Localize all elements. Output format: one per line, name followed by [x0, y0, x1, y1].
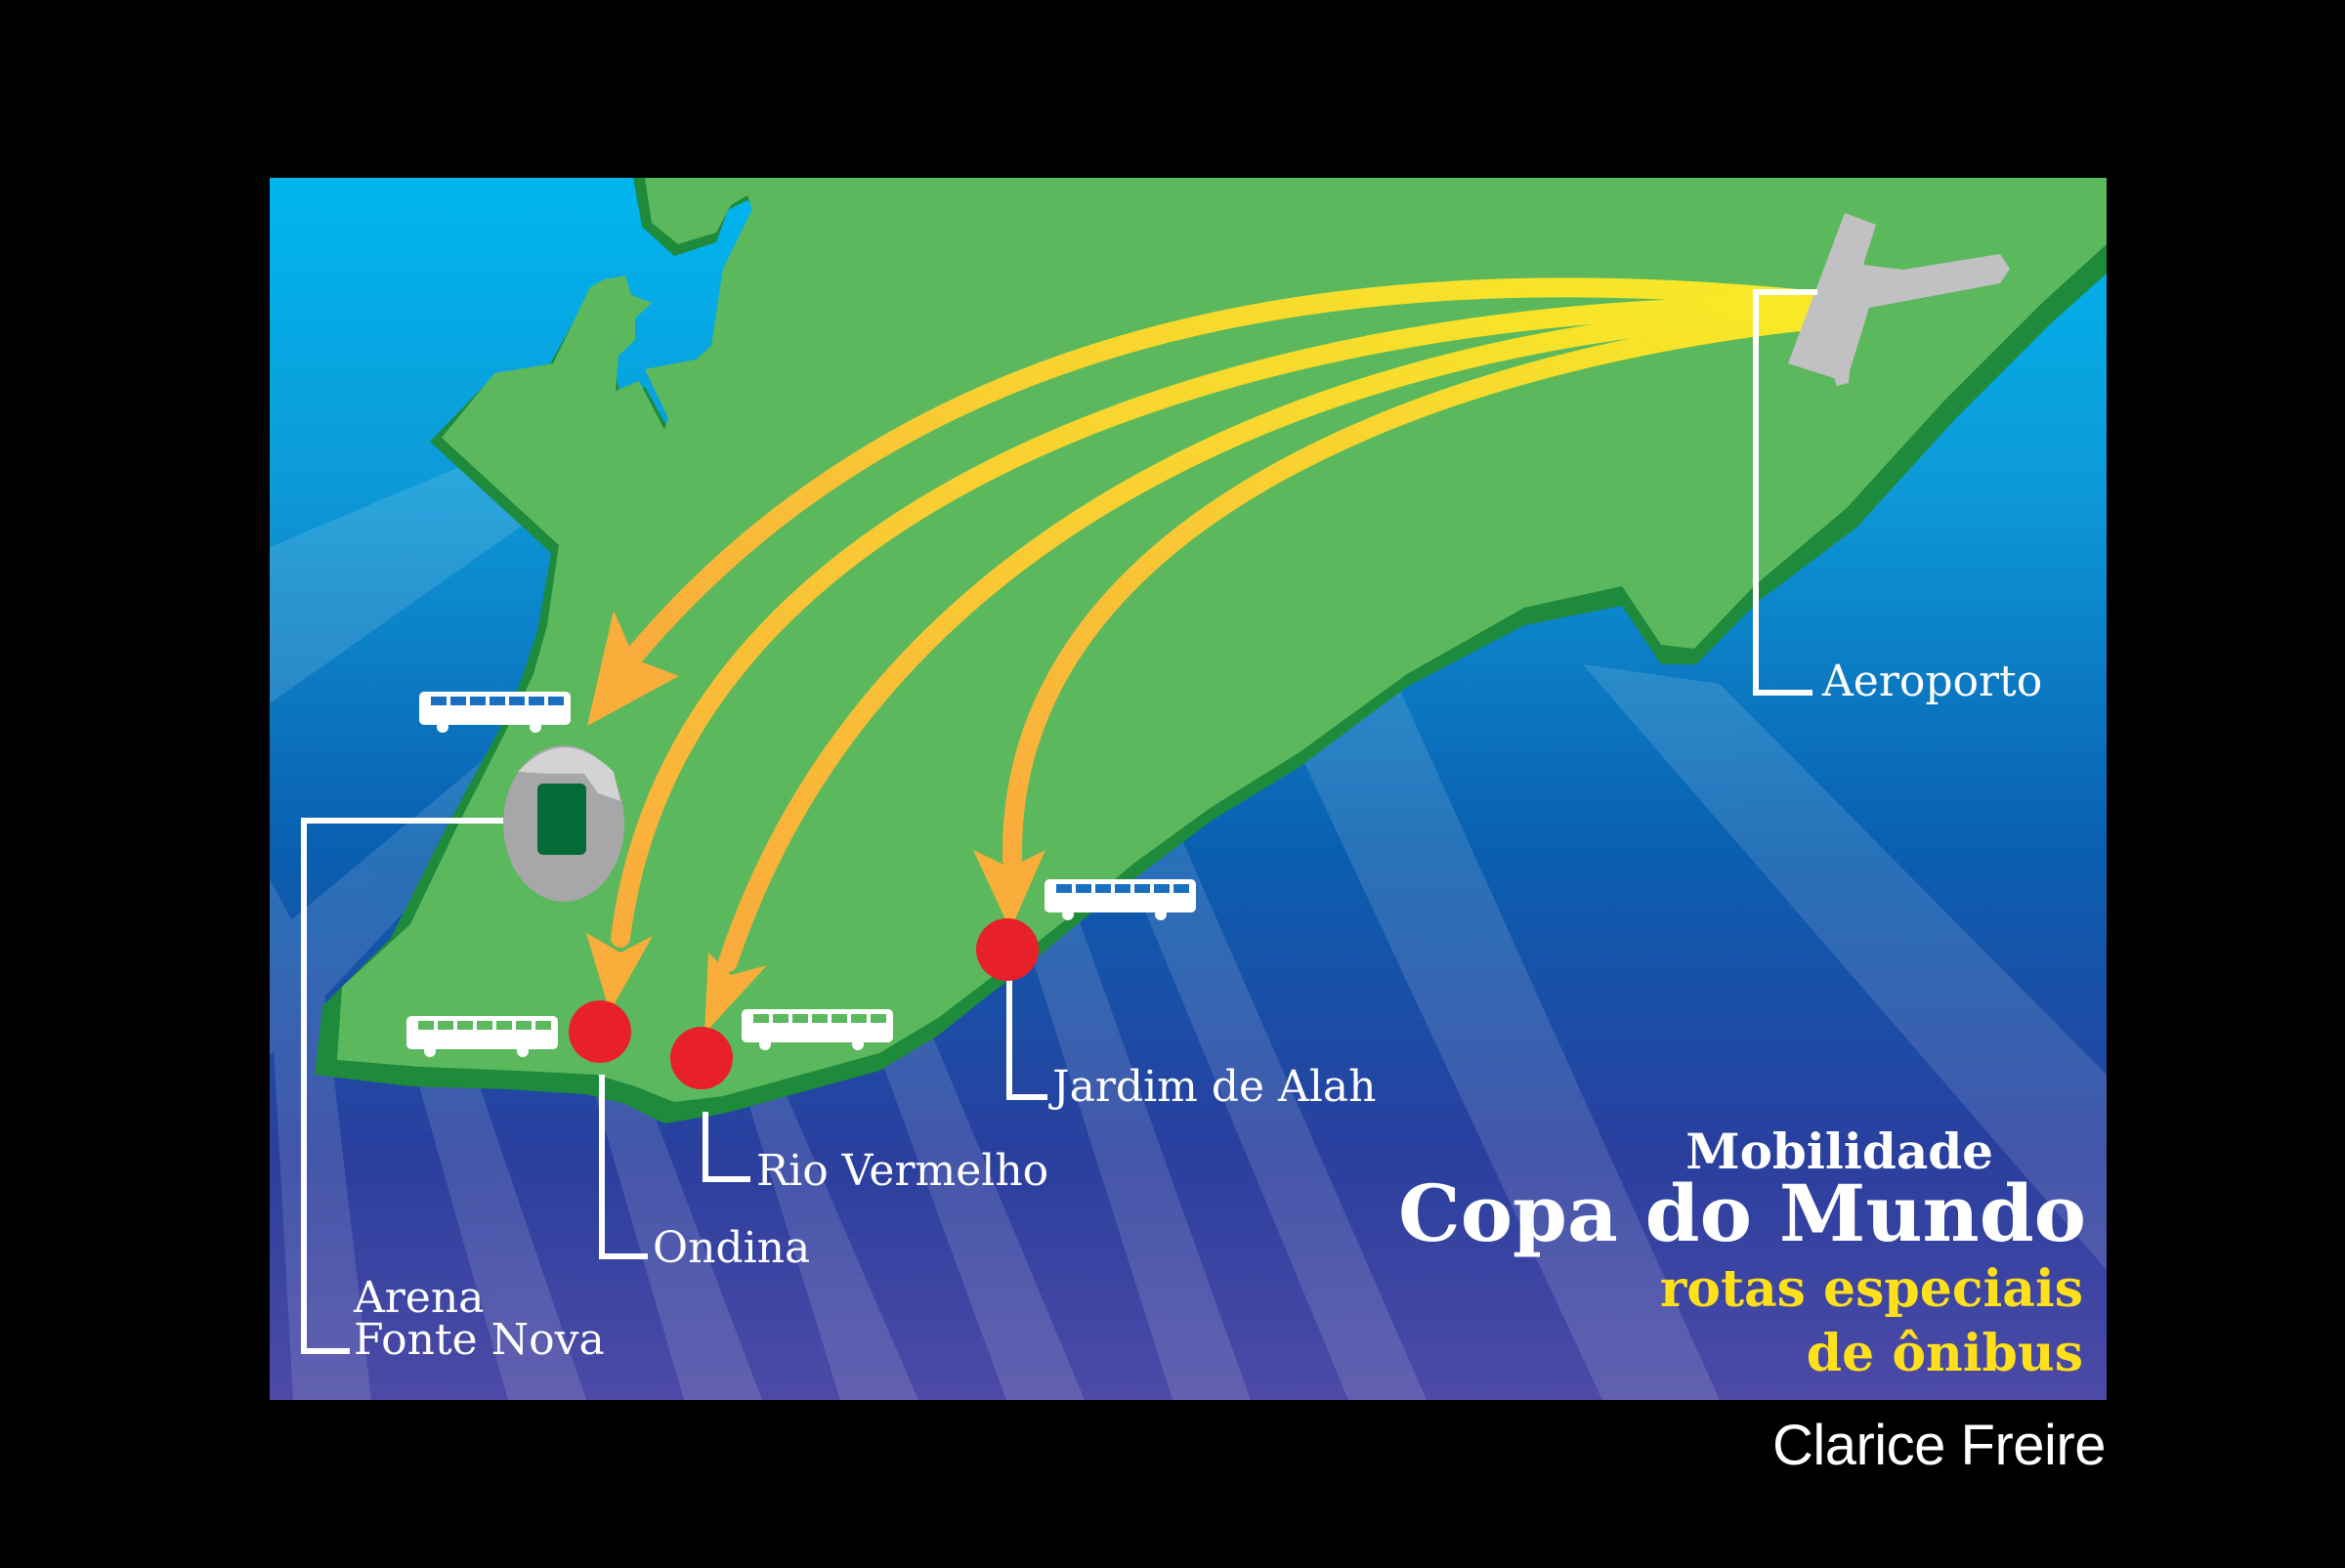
leader-line-ondina	[599, 1075, 648, 1259]
route-arrow-jardim	[1002, 308, 1847, 869]
leader-line-arena	[301, 818, 503, 1354]
route-arrow-rio-vermelho	[718, 303, 1847, 972]
stop-markers	[569, 918, 1039, 1089]
subtitle-de-onibus: de ônibus	[1807, 1324, 2083, 1383]
stadium-icon	[503, 745, 624, 902]
arrowhead-jardim-icon	[973, 850, 1045, 930]
bus-icon	[1045, 879, 1196, 920]
bus-icon	[742, 1009, 893, 1050]
bus-icon	[406, 1016, 558, 1057]
stop-marker-ondina-icon	[569, 1000, 631, 1063]
leader-line-jardim	[1006, 979, 1047, 1100]
route-arrowheads	[586, 611, 1045, 1034]
title-mobilidade: Mobilidade	[1685, 1123, 1993, 1180]
leader-lines	[301, 289, 1817, 1354]
route-arrows	[611, 277, 1847, 972]
bus-icon	[419, 692, 571, 733]
label-ondina: Ondina	[653, 1223, 810, 1273]
label-jardim-de-alah: Jardim de Alah	[1048, 1062, 1376, 1112]
arrowhead-rio-vermelho-icon	[704, 953, 767, 1034]
leader-line-aeroporto	[1753, 289, 1817, 696]
leader-line-rio-vermelho	[703, 1112, 750, 1182]
label-aeroporto: Aeroporto	[1821, 657, 2042, 706]
arrowhead-arena-icon	[587, 611, 679, 726]
subtitle-rotas-especiais: rotas especiais	[1660, 1259, 2083, 1319]
image-credit: Clarice Freire	[1771, 1414, 2107, 1477]
label-arena-line1: Arena	[353, 1273, 484, 1323]
stop-marker-rio-vermelho-icon	[670, 1027, 733, 1089]
label-arena-line2: Fonte Nova	[354, 1315, 605, 1365]
route-arrow-arena	[625, 277, 1847, 664]
arrowhead-ondina-icon	[586, 933, 653, 1012]
title-copa-do-mundo: Copa do Mundo	[1398, 1167, 2086, 1259]
airport-icon	[1788, 213, 2010, 386]
stop-marker-jardim-icon	[976, 918, 1039, 981]
bus-icons	[406, 692, 1196, 1057]
label-rio-vermelho: Rio Vermelho	[756, 1146, 1048, 1196]
route-arrow-ondina	[611, 297, 1847, 948]
